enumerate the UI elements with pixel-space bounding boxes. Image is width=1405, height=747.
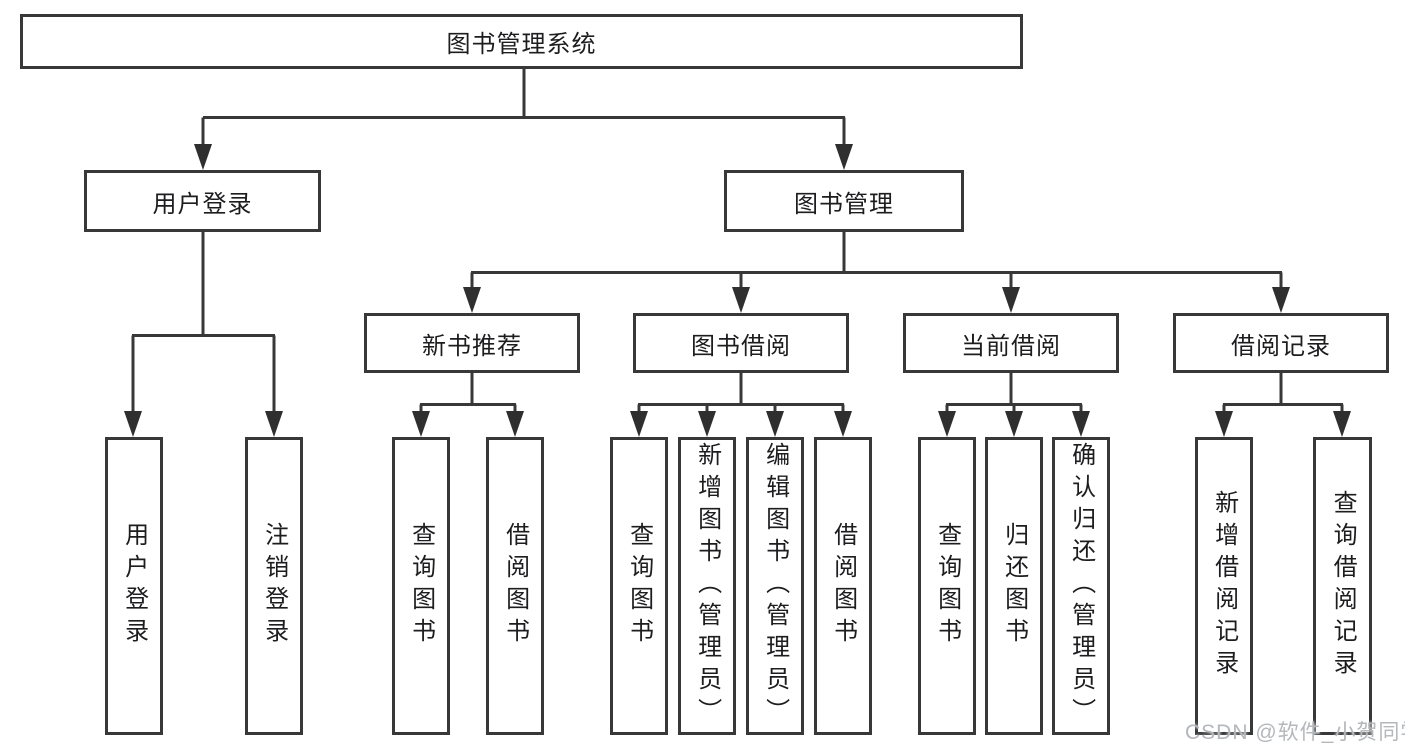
leaf-label: 用户登录 <box>120 522 148 650</box>
leaf-label: 借阅图书 <box>501 522 529 650</box>
leaf-add-borrow-record: 新增借阅记录 <box>1195 437 1253 735</box>
node-new-book-recommend: 新书推荐 <box>364 313 580 373</box>
arrowheads-leaves <box>412 411 1351 437</box>
leaf-label: 归还图书 <box>1000 522 1028 650</box>
node-label: 图书管理 <box>794 190 894 218</box>
node-library-management-system: 图书管理系统 <box>20 14 1023 69</box>
connector-recommend-group <box>419 373 517 413</box>
arrowheads-level3 <box>463 287 1290 313</box>
leaf-label: 新增借阅记录 <box>1210 490 1238 682</box>
leaf-label: 查询借阅记录 <box>1329 490 1357 682</box>
leaf-edit-books-admin: 编辑图书（管理员） <box>746 437 804 735</box>
connector-book-mgmt-to-level3 <box>470 232 1283 290</box>
leaf-label: 查询图书 <box>933 522 961 650</box>
leaf-confirm-return-admin: 确认归还（管理员） <box>1052 437 1110 735</box>
leaf-label: 查询图书 <box>625 522 653 650</box>
arrowheads-user-login-subtree <box>124 411 283 437</box>
leaf-add-books-admin: 新增图书（管理员） <box>678 437 736 735</box>
connector-borrow-group <box>637 373 845 413</box>
connector-root-to-level2 <box>201 69 846 146</box>
connector-user-login-subtree <box>131 232 276 413</box>
leaf-logout: 注销登录 <box>245 437 303 735</box>
node-book-management: 图书管理 <box>724 170 964 232</box>
connector-records-group <box>1222 373 1344 413</box>
leaf-query-books-borrow: 查询图书 <box>610 437 668 735</box>
leaf-borrow-books-recommend: 借阅图书 <box>486 437 544 735</box>
leaf-user-login: 用户登录 <box>105 437 163 735</box>
leaf-label: 编辑图书（管理员） <box>761 442 789 730</box>
node-user-login: 用户登录 <box>84 170 321 232</box>
leaf-label: 查询图书 <box>407 522 435 650</box>
connector-current-group <box>945 373 1083 413</box>
leaf-return-books: 归还图书 <box>985 437 1043 735</box>
leaf-label: 确认归还（管理员） <box>1067 442 1095 730</box>
leaf-query-borrow-record: 查询借阅记录 <box>1313 437 1372 735</box>
node-label: 图书借阅 <box>691 332 791 360</box>
leaf-borrow-books-borrow: 借阅图书 <box>814 437 872 735</box>
node-current-borrowing: 当前借阅 <box>903 313 1119 373</box>
node-label: 图书管理系统 <box>446 31 597 58</box>
leaf-label: 新增图书（管理员） <box>693 442 721 730</box>
leaf-label: 借阅图书 <box>829 522 857 650</box>
node-book-borrowing: 图书借阅 <box>633 313 849 373</box>
node-label: 新书推荐 <box>422 332 522 360</box>
node-borrow-records: 借阅记录 <box>1173 313 1389 373</box>
node-label: 当前借阅 <box>961 332 1061 360</box>
leaf-label: 注销登录 <box>260 522 288 650</box>
node-label: 用户登录 <box>152 190 253 218</box>
leaf-query-books-current: 查询图书 <box>918 437 976 735</box>
arrowheads-level2 <box>194 144 853 170</box>
leaf-query-books-recommend: 查询图书 <box>392 437 450 735</box>
node-label: 借阅记录 <box>1231 332 1331 360</box>
